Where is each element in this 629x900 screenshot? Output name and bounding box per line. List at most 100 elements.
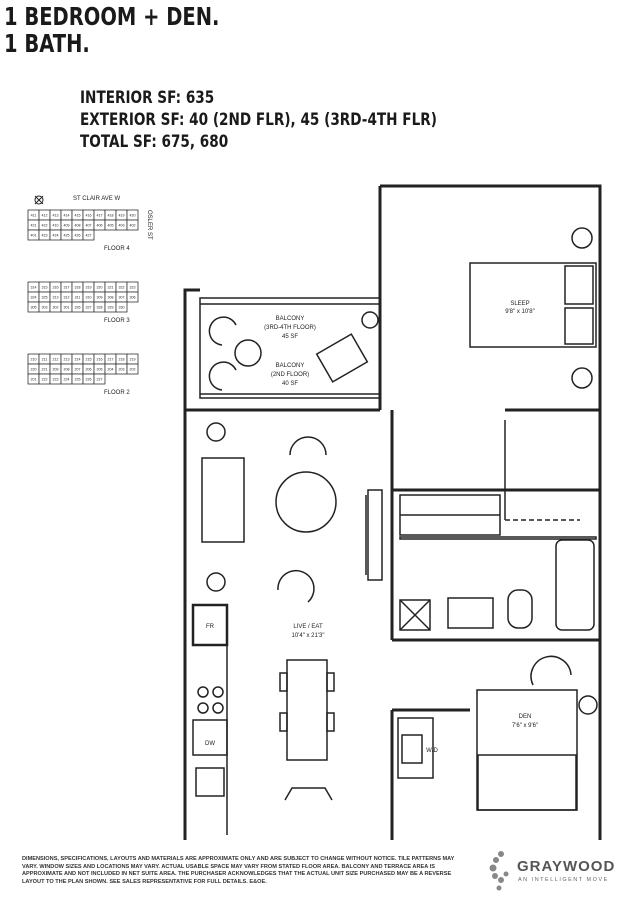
key-plan-unit-number: 417 (97, 213, 103, 217)
key-plan-unit-number: 320 (97, 285, 103, 289)
key-plan-unit-number: 408 (75, 223, 81, 227)
key-plan-unit-number: 216 (97, 357, 103, 361)
key-plan-unit (126, 291, 139, 303)
key-plan-unit-number: 402 (130, 223, 136, 227)
sleep-dims: 9'8" x 10'8" (505, 309, 535, 315)
key-plan-unit-number: 201 (31, 377, 37, 381)
bathroom (399, 494, 597, 631)
key-plan-unit (115, 301, 128, 313)
fridge-label: FR (206, 624, 215, 630)
dishwasher-label: DW (205, 741, 215, 747)
key-plan-unit-number: 326 (75, 305, 81, 309)
key-plan-unit (126, 219, 139, 231)
key-plan-unit-number: 419 (119, 213, 125, 217)
balcony-upper-floor: (3RD-4TH FLOOR) (264, 325, 316, 331)
total-sf: TOTAL SF: 675, 680 (80, 132, 229, 152)
logo-mark-icon (489, 851, 509, 891)
key-plan-unit-number: 311 (75, 295, 81, 299)
key-plan-unit-number: 209 (53, 367, 59, 371)
key-plan-unit-number: 215 (86, 357, 92, 361)
key-plan-unit-number: 418 (108, 213, 114, 217)
key-plan-unit-number: 301 (64, 305, 70, 309)
bath-count-title: 1 BATH. (4, 29, 90, 58)
disclaimer: Dimensions, specifications, layouts and … (22, 856, 455, 885)
key-plan-unit-number: 305 (31, 305, 37, 309)
exterior-sf: EXTERIOR SF: 40 (2ND FLR), 45 (3RD-4TH F… (80, 110, 437, 130)
key-plan-unit-number: 314 (31, 285, 37, 289)
brand-tagline: AN INTELLIGENT MOVE (518, 877, 609, 883)
key-plan-unit-number: 318 (75, 285, 81, 289)
key-plan-unit-number: 422 (42, 223, 48, 227)
kitchen (191, 489, 383, 835)
key-plan-unit-number: 426 (75, 233, 81, 237)
key-plan-unit-number: 420 (130, 213, 136, 217)
key-plan-unit-number: 415 (75, 213, 81, 217)
key-plan-unit-number: 219 (130, 357, 136, 361)
key-plan-floor-label: FLOOR 4 (104, 246, 130, 252)
key-plan-unit-number: 203 (119, 367, 125, 371)
key-plan-unit-number: 321 (108, 285, 114, 289)
key-plan-unit-number: 401 (31, 233, 37, 237)
key-plan-unit-number: 324 (31, 295, 37, 299)
key-plan-unit-number: 330 (119, 305, 125, 309)
bedroom-furniture (469, 227, 597, 521)
balcony (199, 297, 381, 399)
unit-floor-plan: BALCONY (3RD-4TH FLOOR) 45 SF BALCONY (2… (183, 184, 602, 840)
key-plan-unit-number: 224 (64, 377, 70, 381)
den-label: DEN (519, 714, 532, 720)
den-dims: 7'6" x 9'6" (512, 723, 538, 729)
key-plan-unit-number: 416 (86, 213, 92, 217)
key-plan-unit-number: 218 (119, 357, 125, 361)
key-plan-unit-number: 223 (53, 377, 59, 381)
key-plan-floor-label: FLOOR 2 (104, 390, 130, 396)
key-plan-unit-number: 407 (86, 223, 92, 227)
key-plan-unit-number: 317 (64, 285, 70, 289)
key-plan-unit-number: 316 (53, 285, 59, 289)
key-plan-unit-number: 205 (97, 367, 103, 371)
key-plan-unit-number: 325 (42, 295, 48, 299)
key-plan-unit-number: 214 (75, 357, 81, 361)
key-plan-unit-number: 413 (53, 213, 59, 217)
key-plan-unit-number: 307 (119, 295, 125, 299)
key-plan-unit-number: 414 (64, 213, 70, 217)
key-plan-unit-number: 303 (42, 305, 48, 309)
living-furniture (201, 422, 337, 801)
key-plan-unit-number: 411 (31, 213, 37, 217)
key-plan-unit-number: 322 (119, 285, 125, 289)
key-plan-unit-number: 211 (42, 357, 48, 361)
sleep-label: SLEEP (510, 301, 529, 307)
key-plan-unit-number: 220 (31, 367, 37, 371)
compass-icon (34, 195, 44, 205)
balcony-lower-area: 40 SF (282, 381, 298, 387)
key-plan-unit-number: 302 (53, 305, 59, 309)
key-plan-unit-number: 421 (31, 223, 37, 227)
street-label-side: OSLER ST (146, 210, 152, 240)
live-eat-dims: 10'4" x 21'3" (292, 633, 325, 639)
key-plan-unit-number: 206 (86, 367, 92, 371)
key-plan-unit-number: 217 (108, 357, 114, 361)
key-plan-unit (126, 363, 139, 375)
key-plan-unit-number: 212 (53, 357, 59, 361)
key-plan-unit-number: 405 (108, 223, 114, 227)
key-plan-unit-number: 319 (86, 285, 92, 289)
key-plan-unit-number: 410 (53, 223, 59, 227)
live-eat-label: LIVE / EAT (293, 624, 323, 630)
washer-dryer-label: W/D (426, 748, 438, 754)
brand-name: GRAYWOOD (517, 858, 616, 875)
key-plan-unit-number: 312 (64, 295, 70, 299)
key-plan-unit-number: 309 (97, 295, 103, 299)
key-plan-unit-number: 225 (75, 377, 81, 381)
key-plan-unit-number: 308 (108, 295, 114, 299)
key-plan-unit-number: 207 (75, 367, 81, 371)
key-plan-unit-number: 210 (31, 357, 37, 361)
key-plan-unit-number: 310 (86, 295, 92, 299)
key-plan-unit-number: 427 (86, 233, 92, 237)
key-plan-unit-number: 222 (42, 377, 48, 381)
street-label-top: ST CLAIR AVE W (73, 196, 120, 202)
unit-type-title: 1 BEDROOM + DEN. (4, 2, 220, 31)
key-plan-unit-number: 403 (119, 223, 125, 227)
